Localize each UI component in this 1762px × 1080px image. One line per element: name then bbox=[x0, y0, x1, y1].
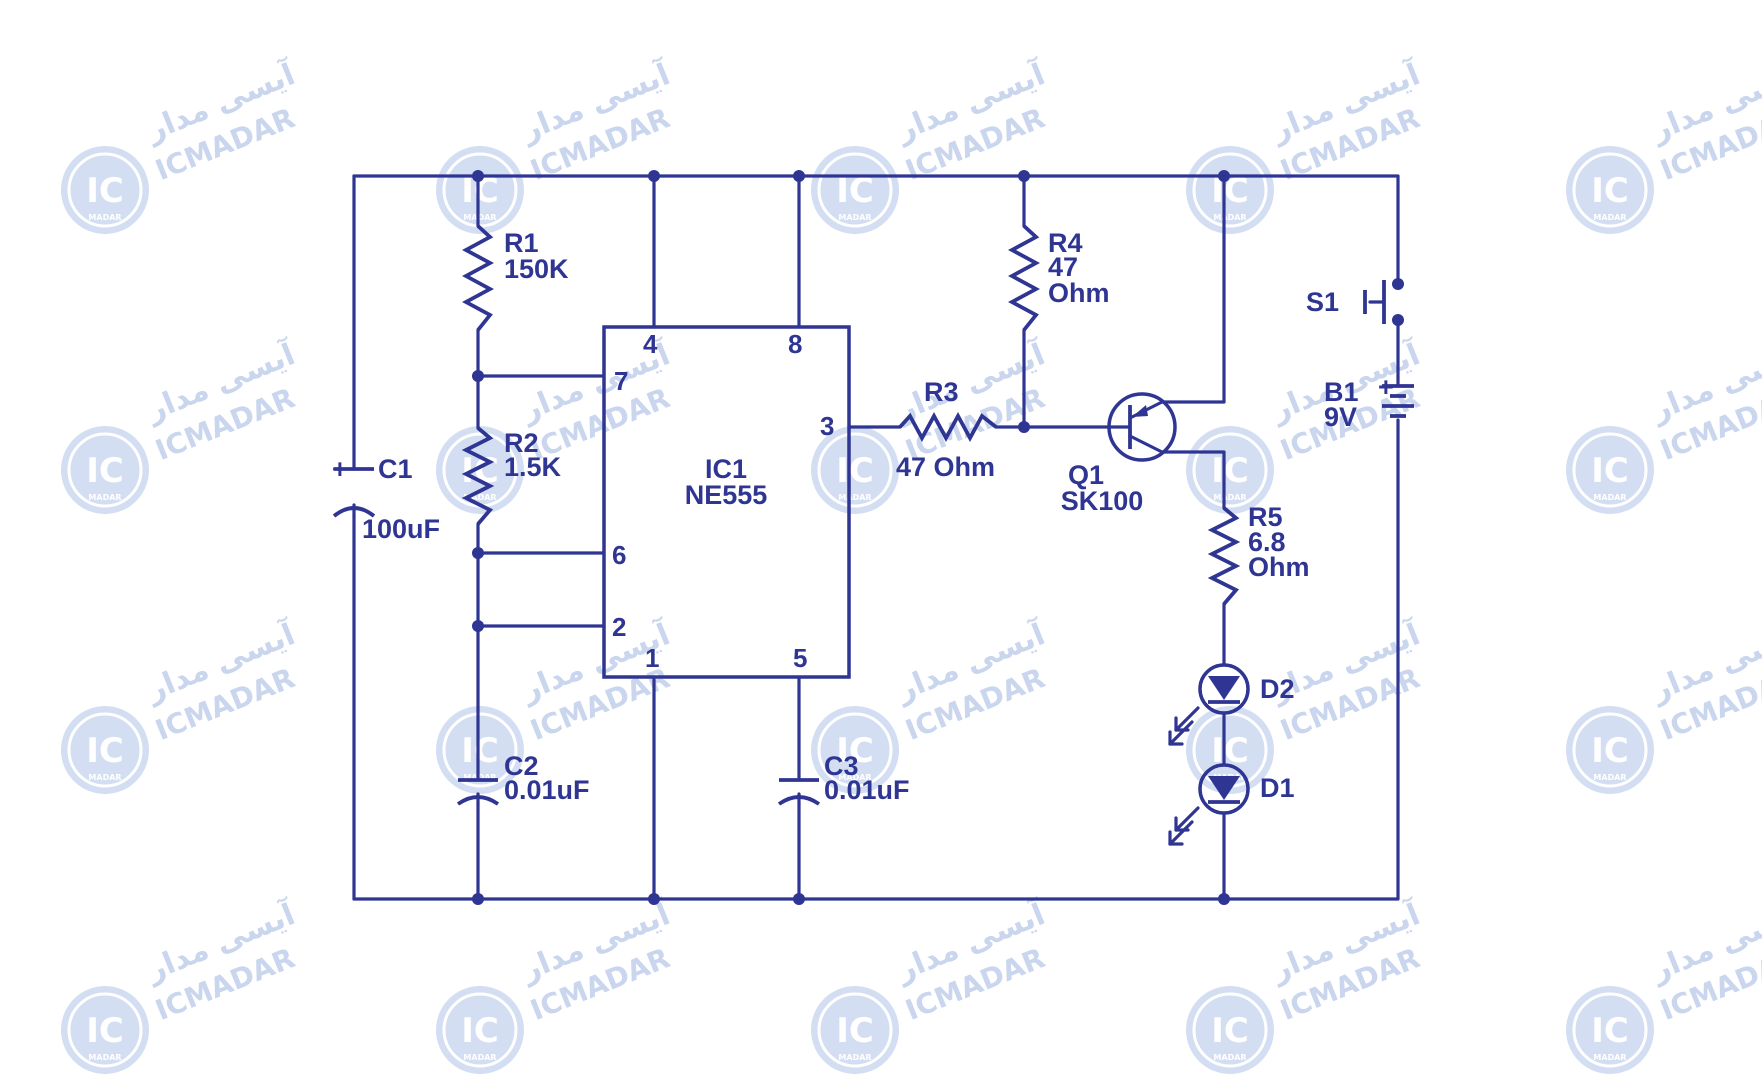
c3-ref: C3 bbox=[824, 751, 859, 781]
ic1-value: NE555 bbox=[685, 480, 768, 510]
r1-ref: R1 bbox=[504, 228, 539, 258]
ic1-ref: IC1 bbox=[705, 454, 747, 484]
capacitor-c2-symbol bbox=[456, 778, 500, 806]
battery-b1-symbol bbox=[1382, 376, 1414, 418]
c2-value: 0.01uF bbox=[504, 775, 590, 805]
ic1-pin-3: 3 bbox=[820, 411, 834, 441]
r5-value-line1: 6.8 bbox=[1248, 527, 1286, 557]
d1-ref: D1 bbox=[1260, 773, 1295, 803]
c1-polarity: + bbox=[332, 454, 348, 484]
led-d1-symbol bbox=[1168, 763, 1250, 846]
c2-ref: C2 bbox=[504, 751, 539, 781]
resistor-r1-symbol bbox=[462, 224, 494, 332]
led-d2-symbol bbox=[1168, 663, 1250, 746]
watermark-layer bbox=[59, 53, 1762, 1076]
ic1-body bbox=[602, 325, 851, 679]
transistor-q1-symbol bbox=[1106, 392, 1177, 462]
q1-value: SK100 bbox=[1061, 486, 1144, 516]
r4-value-line2: Ohm bbox=[1048, 278, 1110, 308]
ic1-pin-1: 1 bbox=[645, 643, 659, 673]
r2-value: 1.5K bbox=[504, 452, 562, 482]
ic1-pin-5: 5 bbox=[793, 643, 807, 673]
ic1-pin-8: 8 bbox=[788, 329, 802, 359]
r5-ref: R5 bbox=[1248, 502, 1283, 532]
b1-ref: B1 bbox=[1324, 377, 1359, 407]
q1-ref: Q1 bbox=[1068, 460, 1104, 490]
capacitor-c1-symbol bbox=[332, 467, 376, 518]
b1-value: 9V bbox=[1324, 402, 1357, 432]
switch-s1-symbol[interactable] bbox=[1363, 278, 1404, 380]
r4-value-line1: 47 bbox=[1048, 252, 1078, 282]
resistor-r3-symbol bbox=[898, 412, 998, 442]
resistor-r4-symbol bbox=[1008, 224, 1040, 332]
wiring bbox=[352, 174, 1400, 901]
capacitor-c3-symbol bbox=[777, 778, 821, 806]
c3-value: 0.01uF bbox=[824, 775, 910, 805]
r3-ref: R3 bbox=[924, 377, 959, 407]
s1-ref: S1 bbox=[1306, 287, 1339, 317]
r3-value: 47 Ohm bbox=[896, 452, 995, 482]
ic1-pin-6: 6 bbox=[612, 540, 626, 570]
r5-value-line2: Ohm bbox=[1248, 552, 1310, 582]
d2-ref: D2 bbox=[1260, 674, 1295, 704]
b1-polarity: + bbox=[1378, 372, 1394, 402]
ic1-pin-7: 7 bbox=[614, 366, 628, 396]
r1-value: 150K bbox=[504, 254, 569, 284]
c1-value: 100uF bbox=[362, 514, 440, 544]
ic1-pin-4: 4 bbox=[643, 329, 658, 359]
resistor-r5-symbol bbox=[1207, 506, 1241, 606]
junction-dots bbox=[472, 170, 1230, 905]
r2-ref: R2 bbox=[504, 428, 539, 458]
resistor-r2-symbol bbox=[461, 426, 495, 526]
c1-ref: C1 bbox=[378, 454, 413, 484]
r4-ref: R4 bbox=[1048, 228, 1083, 258]
ic1-pin-2: 2 bbox=[612, 612, 626, 642]
